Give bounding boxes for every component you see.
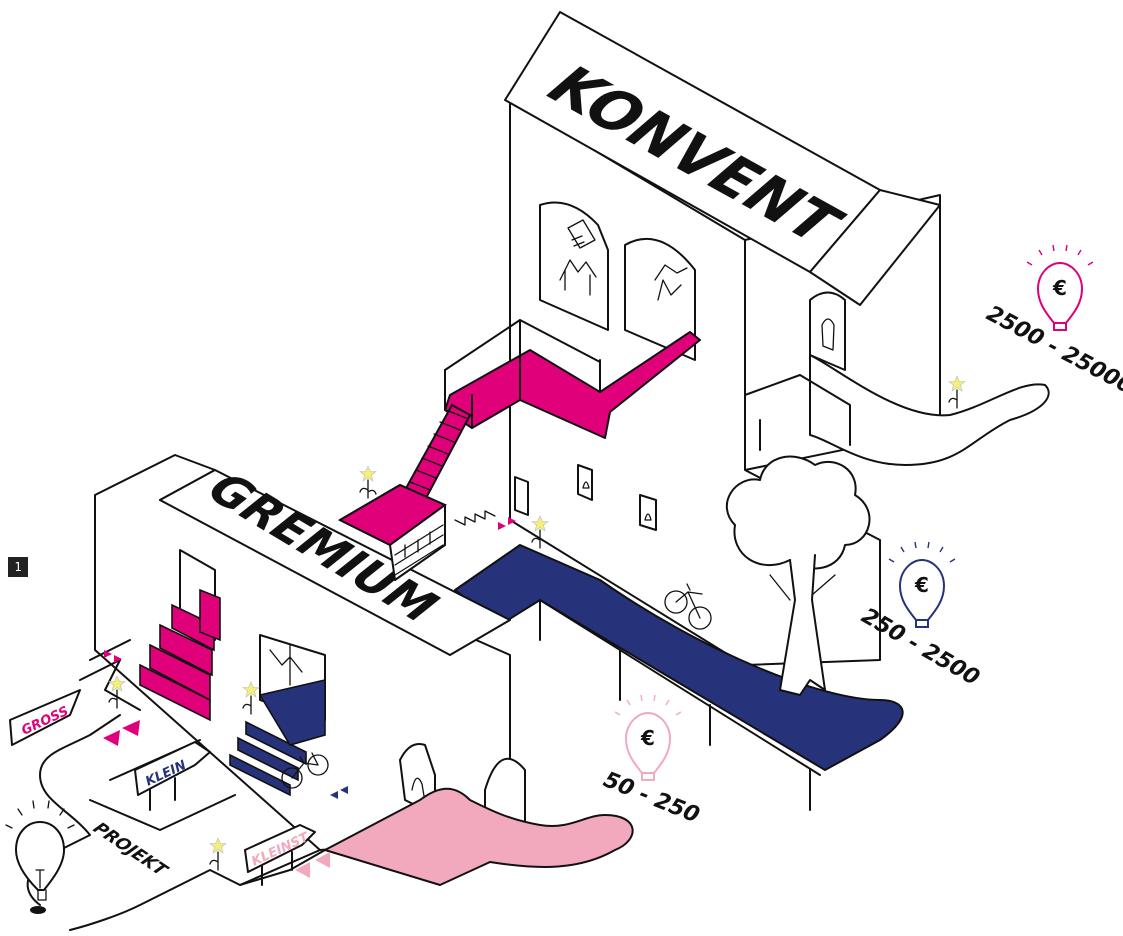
sign-kleinst: KLEINST [245, 825, 315, 885]
euro-bulb-icon-pink: € [615, 695, 681, 780]
sign-klein: KLEIN [135, 742, 210, 810]
page-number-badge: 1 [8, 557, 28, 577]
svg-text:€: € [914, 573, 929, 597]
euro-bulb-icon-magenta: € [1027, 245, 1093, 330]
euro-bulb-icon-navy: € [889, 542, 955, 627]
svg-text:€: € [640, 726, 655, 750]
path-label: PROJEKT [89, 819, 173, 880]
sign-gross: GROSS [10, 690, 80, 745]
svg-text:€: € [1052, 276, 1067, 300]
lightbulb-icon [6, 801, 74, 914]
